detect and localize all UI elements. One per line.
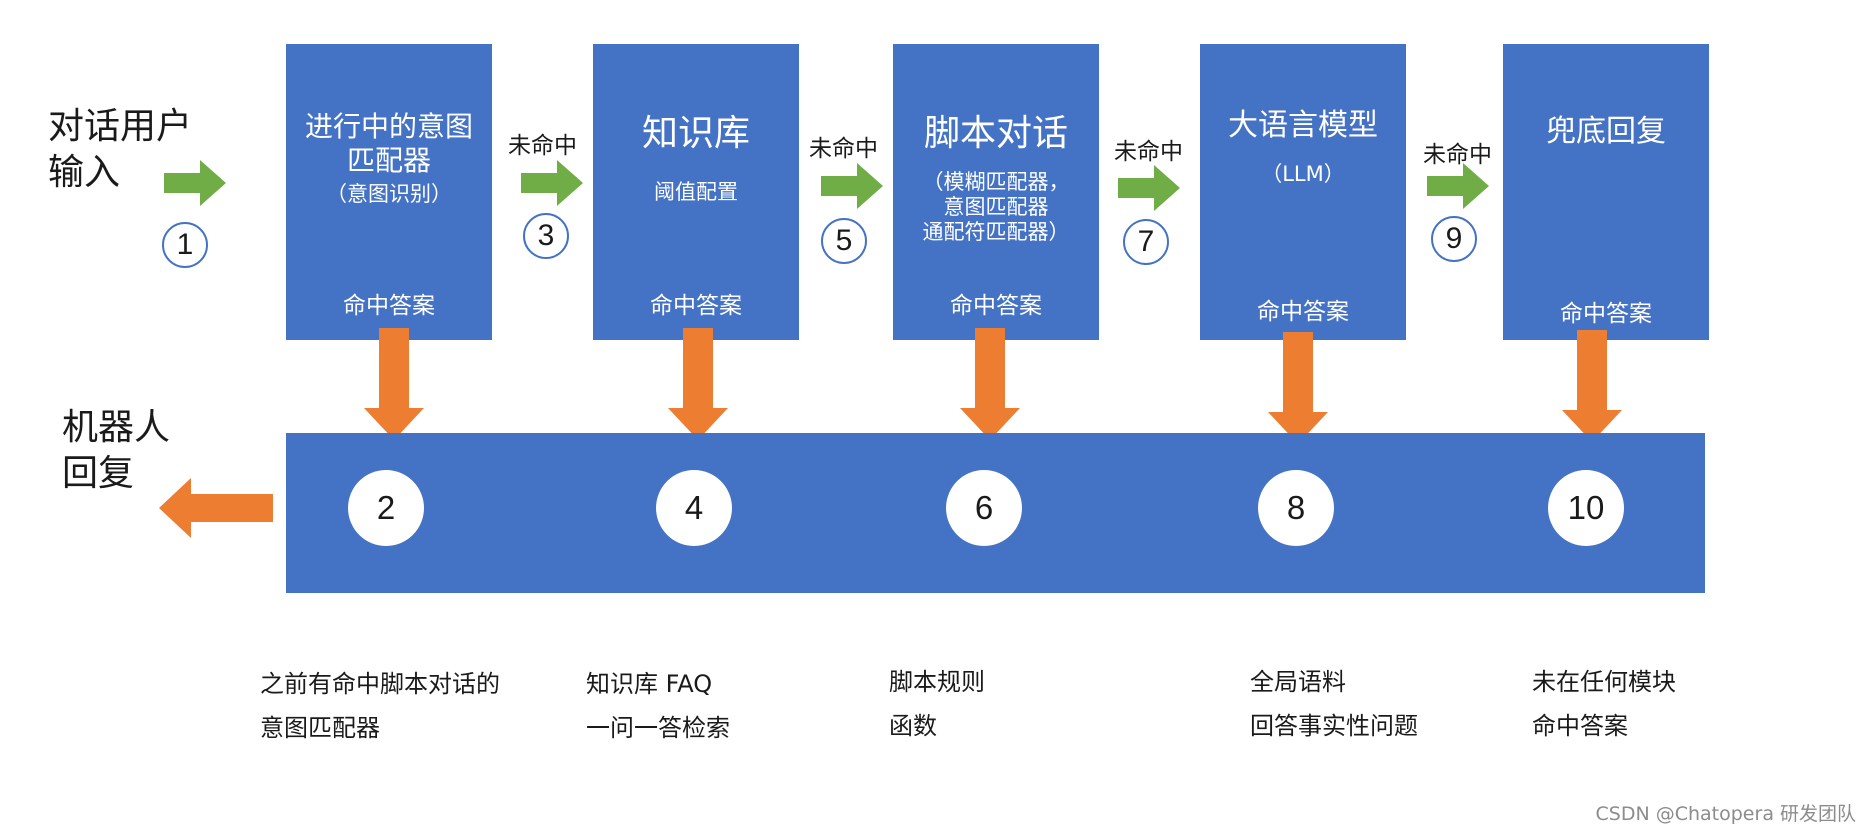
module-script-dialog: 脚本对话 （模糊匹配器， 意图匹配器 通配符匹配器） 命中答案: [893, 44, 1099, 340]
description-line1: 未在任何模块: [1532, 668, 1676, 696]
user-input-label-line1: 对话用户: [48, 106, 193, 147]
description-line2: 命中答案: [1532, 712, 1628, 740]
module-intent-matcher: 进行中的意图 匹配器 （意图识别） 命中答案: [286, 44, 492, 340]
robot-reply-label: 机器人 回复: [62, 405, 170, 497]
description: 全局语料 回答事实性问题: [1250, 660, 1418, 748]
input-step-circle: 3: [523, 213, 569, 259]
module-title: 进行中的意图: [304, 110, 473, 143]
description-line1: 全局语料: [1250, 668, 1346, 696]
description: 之前有命中脚本对话的 意图匹配器: [260, 662, 500, 750]
module-subtitle: （LLM）: [1261, 162, 1345, 186]
module-hit-label: 命中答案: [1560, 301, 1652, 327]
module-llm: 大语言模型 （LLM） 命中答案: [1200, 44, 1406, 340]
description-line2: 回答事实性问题: [1250, 712, 1418, 740]
miss-label: 未命中: [1423, 142, 1492, 168]
reply-step-circle: 8: [1258, 470, 1334, 546]
description: 未在任何模块 命中答案: [1532, 660, 1676, 748]
green-arrow-icon: [821, 163, 883, 209]
description-line2: 意图匹配器: [260, 714, 380, 742]
input-step-circle: 9: [1431, 216, 1477, 262]
module-title: 匹配器: [346, 144, 431, 178]
miss-label: 未命中: [809, 136, 878, 162]
description-line1: 之前有命中脚本对话的: [260, 670, 500, 698]
input-step-circle: 1: [162, 222, 208, 268]
green-arrow-icon: [1118, 165, 1180, 211]
module-subtitle: 阈值配置: [654, 180, 738, 204]
user-input-label-line2: 输入: [48, 152, 121, 193]
module-subtitle: （意图识别）: [326, 182, 452, 206]
module-subtitle: 通配符匹配器）: [922, 220, 1070, 245]
module-knowledge-base: 知识库 阈值配置 命中答案: [593, 44, 799, 340]
green-arrow-icon: [1427, 163, 1489, 209]
module-hit-label: 命中答案: [1257, 299, 1349, 325]
module-fallback-reply: 兜底回复 命中答案: [1503, 44, 1709, 340]
description: 脚本规则 函数: [889, 660, 985, 748]
reply-step-circle: 2: [348, 470, 424, 546]
module-subtitle: 意图匹配器: [943, 195, 1049, 220]
description-line2: 函数: [889, 712, 937, 740]
orange-left-arrow-icon: [159, 478, 273, 538]
module-hit-label: 命中答案: [950, 293, 1042, 319]
robot-reply-label-line1: 机器人: [62, 407, 171, 448]
green-arrow-icon: [521, 160, 583, 206]
orange-down-arrow-icon: [960, 328, 1020, 440]
reply-step-circle: 10: [1548, 470, 1624, 546]
module-title: 知识库: [641, 113, 750, 154]
module-title: 脚本对话: [923, 113, 1068, 154]
miss-label: 未命中: [508, 133, 577, 159]
module-subtitle: （模糊匹配器，: [922, 170, 1070, 194]
description: 知识库 FAQ 一问一答检索: [586, 662, 730, 750]
orange-down-arrow-icon: [668, 328, 728, 440]
robot-reply-label-line2: 回复: [62, 453, 135, 494]
module-hit-label: 命中答案: [650, 293, 742, 319]
description-line1: 知识库 FAQ: [586, 670, 713, 698]
description-line1: 脚本规则: [889, 668, 985, 696]
miss-label: 未命中: [1114, 139, 1183, 165]
module-hit-label: 命中答案: [343, 293, 435, 319]
orange-down-arrow-icon: [1562, 330, 1622, 442]
watermark: CSDN @Chatopera 研发团队: [1595, 803, 1856, 825]
orange-down-arrow-icon: [364, 328, 424, 440]
input-step-circle: 7: [1123, 219, 1169, 265]
reply-step-circle: 4: [656, 470, 732, 546]
module-title: 大语言模型: [1228, 108, 1378, 143]
description-line2: 一问一答检索: [586, 714, 730, 742]
orange-down-arrow-icon: [1268, 332, 1328, 444]
user-input-label: 对话用户 输入: [48, 104, 192, 196]
green-arrow-icon: [164, 160, 226, 206]
input-step-circle: 5: [821, 218, 867, 264]
reply-step-circle: 6: [946, 470, 1022, 546]
module-title: 兜底回复: [1546, 114, 1666, 149]
